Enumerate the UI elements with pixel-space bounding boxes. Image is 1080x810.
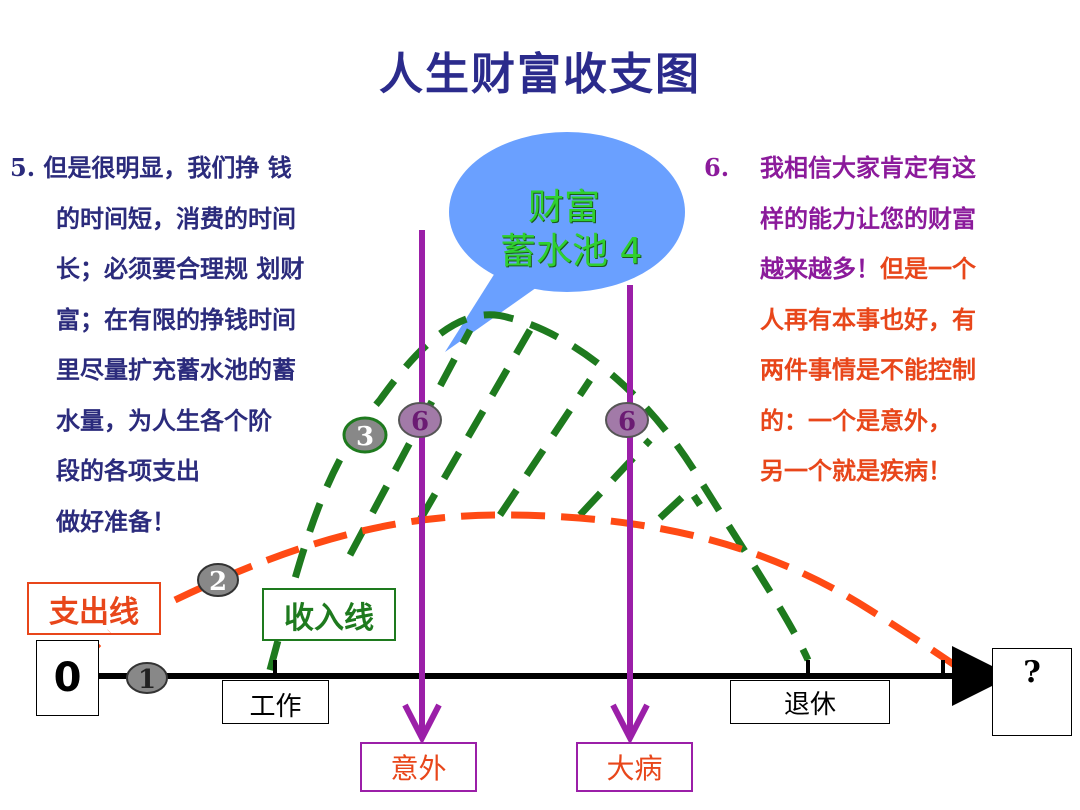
left-note-line: 长；必须要合理规 划财 <box>56 254 305 283</box>
marker-2: 2 <box>197 563 239 597</box>
marker-6-illness: 6 <box>605 402 649 438</box>
left-note-line: 做好准备！ <box>56 506 176 536</box>
svg-text:1: 1 <box>138 665 156 695</box>
accident-line <box>402 230 442 745</box>
income-line-label: 收入线 <box>262 588 396 641</box>
bubble-line-1: 财富 <box>528 187 601 228</box>
left-note-line: 的时间短，消费的时间 <box>56 203 296 233</box>
right-note-line: 人再有本事也好，有 <box>760 304 976 334</box>
origin-box: 0 <box>36 640 99 716</box>
right-note-line: 另一个就是疾病！ <box>760 456 952 485</box>
right-note-line: 我相信大家肯定有这 <box>760 153 976 182</box>
expense-line-label: 支出线 <box>27 582 161 635</box>
bubble-text: 财富 蓄水池 4 <box>500 186 642 274</box>
right-note-line: 越来越多！ <box>760 254 880 283</box>
work-label: 工作 <box>222 680 329 724</box>
svg-text:2: 2 <box>209 567 227 597</box>
page-title: 人生财富收支图 <box>379 49 701 100</box>
svg-text:3: 3 <box>356 422 374 452</box>
right-note-line: 样的能力让您的财富 <box>760 203 976 233</box>
retire-label: 退休 <box>730 680 890 724</box>
marker-1: 1 <box>126 662 168 695</box>
right-note-number: 6. <box>704 153 730 182</box>
accident-label: 意外 <box>360 742 477 792</box>
illness-label: 大病 <box>576 742 693 792</box>
unknown-future-box: ? <box>992 648 1072 736</box>
income-curve <box>266 311 812 671</box>
svg-text:6: 6 <box>618 407 636 437</box>
illness-line <box>610 285 650 745</box>
right-note: 6. 我相信大家肯定有这 样的能力让您的财富 越来越多！但是一个 人再有本事也好，… <box>704 143 976 497</box>
right-note-line: 两件事情是不能控制 <box>760 355 976 384</box>
left-note-number: 5. <box>10 153 36 182</box>
marker-3: 3 <box>342 416 388 454</box>
bubble-line-2: 蓄水池 4 <box>500 231 643 272</box>
right-note-line: 的：一个是意外， <box>760 405 952 435</box>
right-note-line: 但是一个 <box>880 254 976 283</box>
left-note-line: 水量，为人生各个阶 <box>56 405 272 435</box>
left-note: 5. 但是很明显，我们挣 钱 的时间短，消费的时间 长；必须要合理规 划财 富；… <box>10 143 304 547</box>
left-note-line: 里尽量扩充蓄水池的蓄 <box>56 355 296 384</box>
left-note-line: 但是很明显，我们挣 钱 <box>43 153 292 182</box>
svg-text:6: 6 <box>411 407 429 437</box>
left-note-line: 富；在有限的挣钱时间 <box>56 304 296 334</box>
left-note-line: 段的各项支出 <box>56 456 200 485</box>
marker-6-accident: 6 <box>398 402 442 438</box>
